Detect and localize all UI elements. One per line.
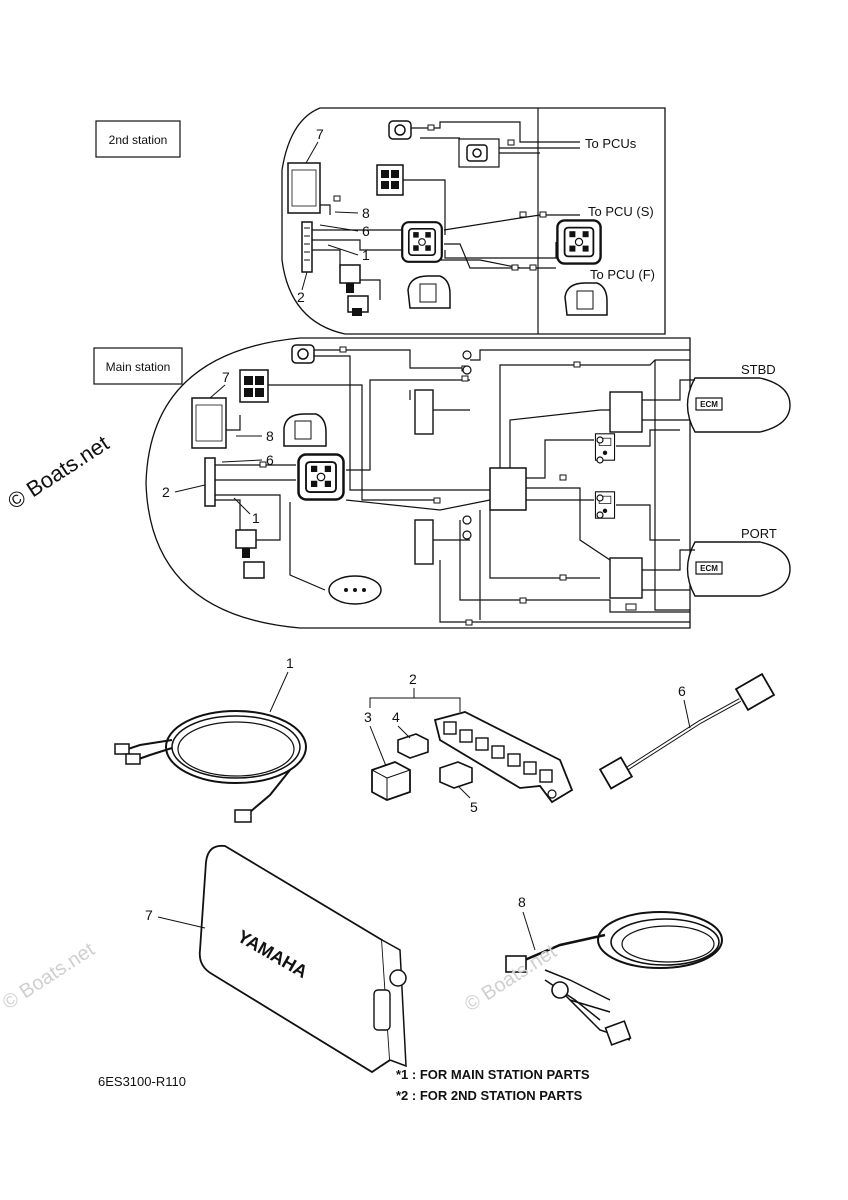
main-callout-2: 2: [162, 484, 170, 500]
to-pcu-s-label: To PCU (S): [588, 204, 654, 219]
watermark-faint-left: © Boats.net: [0, 938, 99, 1014]
part-callout-5: 5: [470, 799, 478, 815]
part-7-display: YAMAHA: [198, 844, 407, 1074]
second-station-panel: 2nd station: [95, 107, 666, 335]
to-pcus-label: To PCUs: [585, 136, 637, 151]
to-pcu-f-label: To PCU (F): [590, 267, 655, 282]
part-1-cable-harness: [114, 710, 307, 823]
connector-hub-main-icon: [297, 453, 345, 501]
buzzer-icon: [328, 575, 382, 605]
fuse-holder-lower: [414, 519, 434, 565]
watermark-faint-right: © Boats.net: [461, 940, 561, 1016]
callout-1: 1: [362, 247, 370, 263]
main-callout-8: 8: [266, 428, 274, 444]
second-station-label: 2nd station: [109, 133, 168, 147]
part-3-relay: [371, 761, 411, 801]
part-number: 6ES3100-R110: [98, 1074, 186, 1089]
junction-bar: [301, 221, 313, 273]
main-junction-box: [489, 467, 527, 511]
start-stop-switch-icon: [376, 164, 404, 196]
key-switch-main-icon: [291, 344, 315, 364]
part-callout-2: 2: [409, 671, 417, 687]
main-station-panel: Main station ECM STBD ECM PORT: [93, 337, 791, 629]
part-callout-4: 4: [392, 709, 400, 725]
callout-2: 2: [297, 289, 305, 305]
connector-hub-icon: [401, 221, 443, 263]
display-main: [191, 397, 227, 449]
main-station-label-box: [93, 347, 183, 385]
main-callout-6: 6: [266, 452, 274, 468]
part-5-fuse: [439, 761, 473, 789]
remote-control-icon: [407, 275, 451, 309]
key-switch-icon: [388, 120, 412, 140]
main-callout-1: 1: [252, 510, 260, 526]
part-callout-7: 7: [145, 907, 153, 923]
stbd-engine: ECM: [686, 377, 791, 433]
connector-hub-pcu-icon: [556, 219, 602, 265]
watermark-main: © Boats.net: [3, 430, 113, 514]
start-stop-switch-main-icon: [239, 369, 269, 403]
part-6-adapter-harness: [598, 672, 776, 790]
port-label: PORT: [741, 526, 777, 541]
second-station-label-box: [95, 120, 181, 158]
port-engine: ECM: [686, 541, 791, 597]
remote-control-pcu-icon: [564, 282, 608, 316]
part-8-sensor-harness: [505, 911, 723, 1046]
junction-bar-main: [204, 457, 216, 507]
fuse-holder-upper: [414, 389, 434, 435]
engine-harness-port: [609, 557, 643, 599]
part-callout-3: 3: [364, 709, 372, 725]
key-switch-icon-boxed: [458, 138, 500, 168]
part-callout-8: 8: [518, 894, 526, 910]
ecm-label-port: ECM: [700, 564, 718, 573]
callout-8: 8: [362, 205, 370, 221]
main-station-label: Main station: [106, 360, 171, 374]
display-unit: [287, 162, 321, 214]
part-2-junction-block: [433, 711, 574, 804]
engine-harness-stbd: [609, 391, 643, 433]
sensor-main-icon: [235, 529, 265, 579]
callout-7: 7: [316, 126, 324, 142]
stbd-label: STBD: [741, 362, 776, 377]
part-4-connector: [397, 733, 429, 759]
callout-6: 6: [362, 223, 370, 239]
sensor-icon: [339, 264, 369, 316]
ecm-label-stbd: ECM: [700, 400, 718, 409]
part-callout-1: 1: [286, 655, 294, 671]
part-callout-6: 6: [678, 683, 686, 699]
main-callout-7: 7: [222, 369, 230, 385]
footnote-main-station: *1 : FOR MAIN STATION PARTS: [396, 1067, 590, 1082]
footnote-second-station: *2 : FOR 2ND STATION PARTS: [396, 1088, 583, 1103]
remote-control-main-icon: [283, 413, 327, 447]
